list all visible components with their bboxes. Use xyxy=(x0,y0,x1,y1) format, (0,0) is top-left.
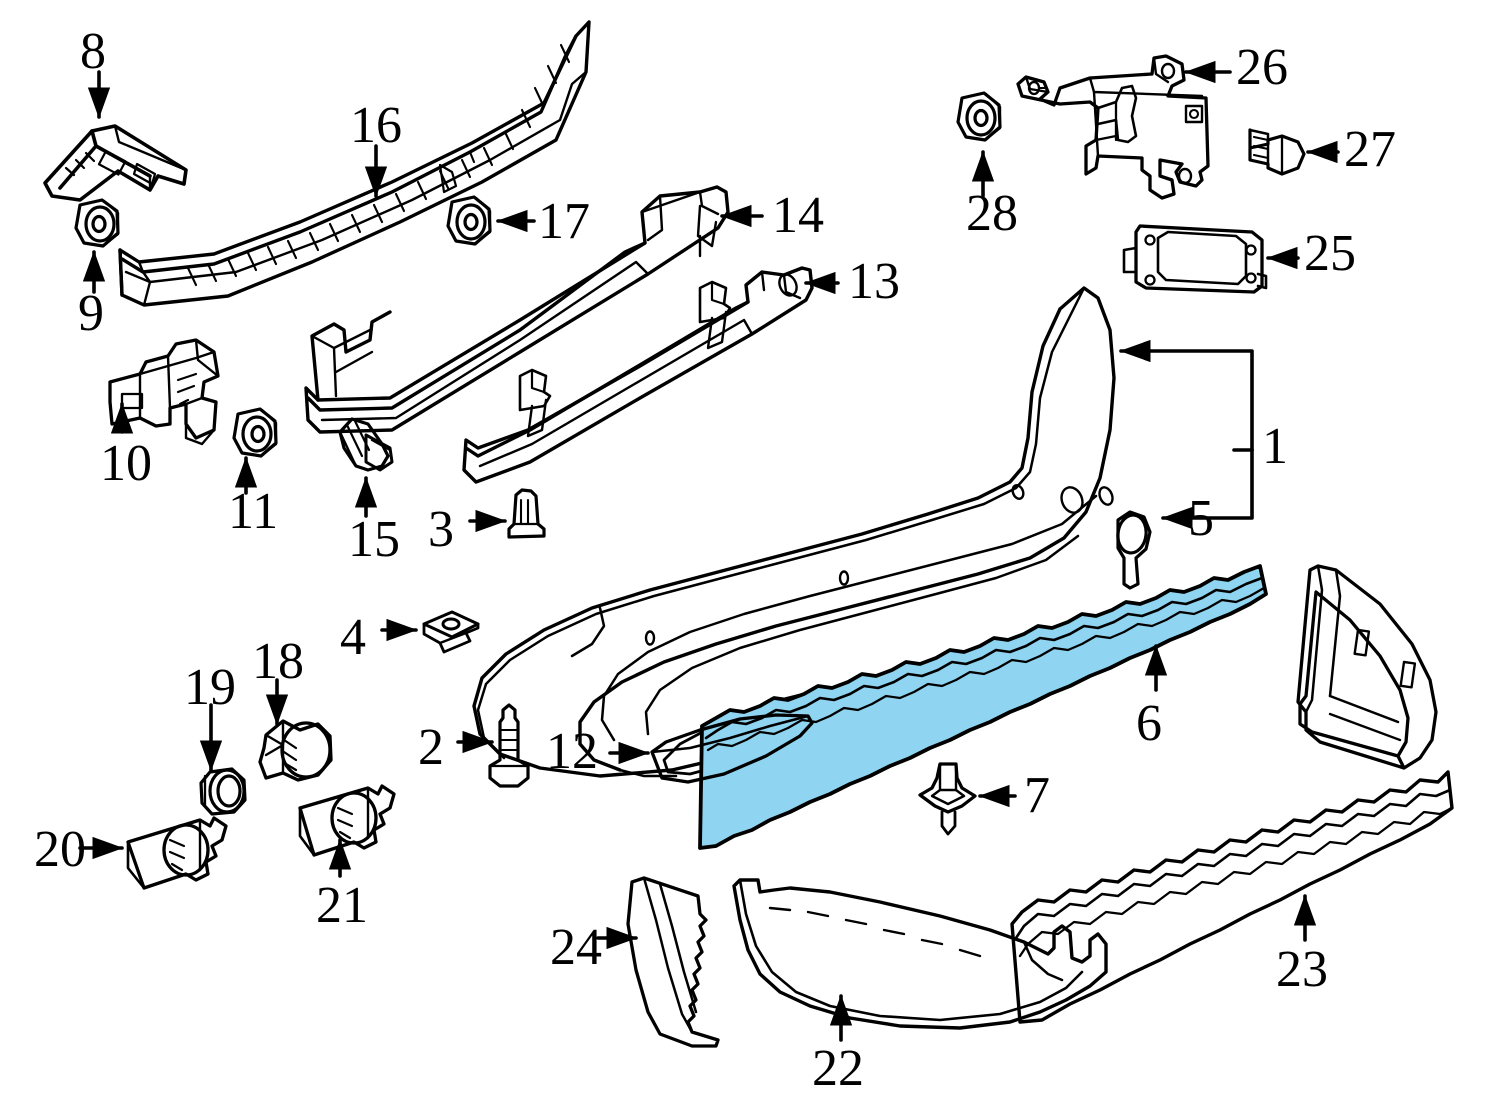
callout-label-5[interactable]: 5 xyxy=(1188,490,1214,547)
callout-label-15[interactable]: 15 xyxy=(348,511,400,568)
part-16-upper-energy-absorber xyxy=(118,20,591,307)
part-9-flange-nut xyxy=(74,198,120,248)
callout-label-16[interactable]: 16 xyxy=(350,97,402,154)
callout-label-23[interactable]: 23 xyxy=(1276,941,1328,998)
callout-label-18[interactable]: 18 xyxy=(252,633,304,690)
part-25-control-module xyxy=(1122,224,1268,294)
part-15-hex-bolt xyxy=(338,417,394,472)
callout-label-7[interactable]: 7 xyxy=(1024,767,1050,824)
part-5-tow-hook-cap xyxy=(1116,510,1152,590)
arrow-1-bottom xyxy=(1161,448,1254,530)
part-13-impact-absorber xyxy=(462,266,814,484)
part-23-lower-diffuser xyxy=(1010,770,1454,1024)
part-1-rear-bumper-cover xyxy=(472,286,1116,778)
part-11-flange-nut xyxy=(232,407,278,458)
arrow-1-top xyxy=(1119,339,1254,452)
part-27-screw xyxy=(1248,128,1306,176)
part-12-lower-trim-filler xyxy=(650,713,814,784)
callout-label-11[interactable]: 11 xyxy=(228,483,279,540)
callout-label-14[interactable]: 14 xyxy=(772,187,824,244)
callout-label-9[interactable]: 9 xyxy=(78,285,104,342)
callout-label-17[interactable]: 17 xyxy=(538,193,590,250)
callout-label-3[interactable]: 3 xyxy=(428,501,454,558)
part-14-reinforcement-beam xyxy=(304,185,730,434)
callout-label-12[interactable]: 12 xyxy=(546,723,598,780)
part-24-side-filler-panel xyxy=(626,876,720,1048)
part-2-bolt xyxy=(488,703,530,788)
part-10-guide-bracket xyxy=(108,338,220,446)
callout-label-24[interactable]: 24 xyxy=(550,919,602,976)
callout-label-19[interactable]: 19 xyxy=(184,659,236,716)
callout-label-6[interactable]: 6 xyxy=(1136,695,1162,752)
part-20-sensor-bracket xyxy=(126,816,228,890)
callout-label-4[interactable]: 4 xyxy=(340,609,366,666)
callout-label-21[interactable]: 21 xyxy=(316,877,368,934)
part-26-mounting-bracket xyxy=(1016,54,1210,200)
part-3-push-pin xyxy=(507,488,546,539)
part-6-lower-molding-highlighted xyxy=(698,564,1268,850)
callout-label-25[interactable]: 25 xyxy=(1304,225,1356,282)
part-7-retainer-clip xyxy=(918,762,977,836)
part-28-flange-nut xyxy=(956,91,1002,142)
part-8-side-bracket xyxy=(43,124,188,202)
part-17-flange-nut xyxy=(446,195,492,246)
callout-label-2[interactable]: 2 xyxy=(418,719,444,776)
part-19-sensor-ring xyxy=(199,767,247,816)
callout-label-26[interactable]: 26 xyxy=(1236,39,1288,96)
callout-label-8[interactable]: 8 xyxy=(80,23,106,80)
callout-label-13[interactable]: 13 xyxy=(848,253,900,310)
callout-label-10[interactable]: 10 xyxy=(100,435,152,492)
callout-label-1[interactable]: 1 xyxy=(1262,418,1288,475)
part-21-sensor-bracket xyxy=(298,784,396,857)
callout-label-27[interactable]: 27 xyxy=(1344,121,1396,178)
callout-label-20[interactable]: 20 xyxy=(34,821,86,878)
part-18-park-sensor xyxy=(258,719,333,782)
part-4-u-nut-clip xyxy=(422,610,480,654)
callout-label-28[interactable]: 28 xyxy=(966,185,1018,242)
callout-label-22[interactable]: 22 xyxy=(812,1040,864,1097)
right-corner-bracket xyxy=(1296,564,1438,770)
